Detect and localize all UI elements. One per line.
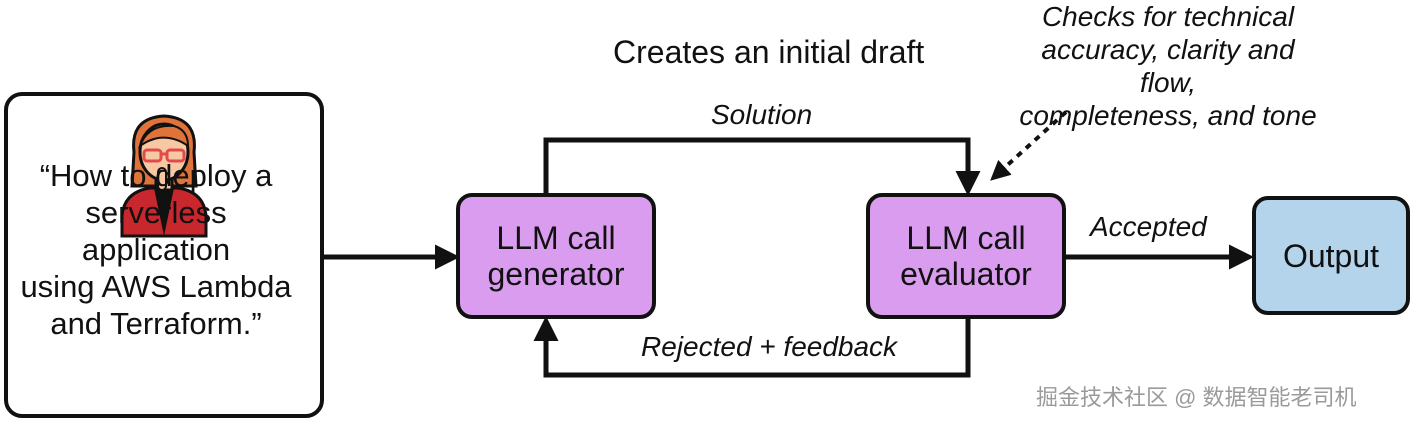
solution-label: Solution — [711, 99, 813, 130]
arrow-solution — [543, 137, 981, 196]
watermark: 掘金技术社区 @ 数据智能老司机 — [1036, 385, 1357, 410]
woman-with-glasses-icon — [120, 114, 208, 238]
arrow-rejected-feedback — [533, 316, 971, 378]
accepted-label: Accepted — [1090, 211, 1207, 242]
arrow-checks-note — [990, 110, 1068, 181]
generator-label: LLM call generator — [487, 220, 625, 292]
user-prompt-text: “How to deploy a serverless application … — [20, 158, 292, 341]
output-label: Output — [1282, 237, 1380, 274]
llm-evaluator-box: LLM call evaluator — [866, 193, 1066, 319]
llm-generator-box: LLM call generator — [456, 193, 656, 319]
output-box: Output — [1252, 196, 1410, 315]
evaluation-criteria-note: Checks for technical accuracy, clarity a… — [1019, 1, 1317, 131]
evaluator-label: LLM call evaluator — [900, 220, 1032, 292]
creates-draft-label: Creates an initial draft — [613, 34, 925, 70]
rejected-feedback-label: Rejected + feedback — [641, 331, 898, 362]
